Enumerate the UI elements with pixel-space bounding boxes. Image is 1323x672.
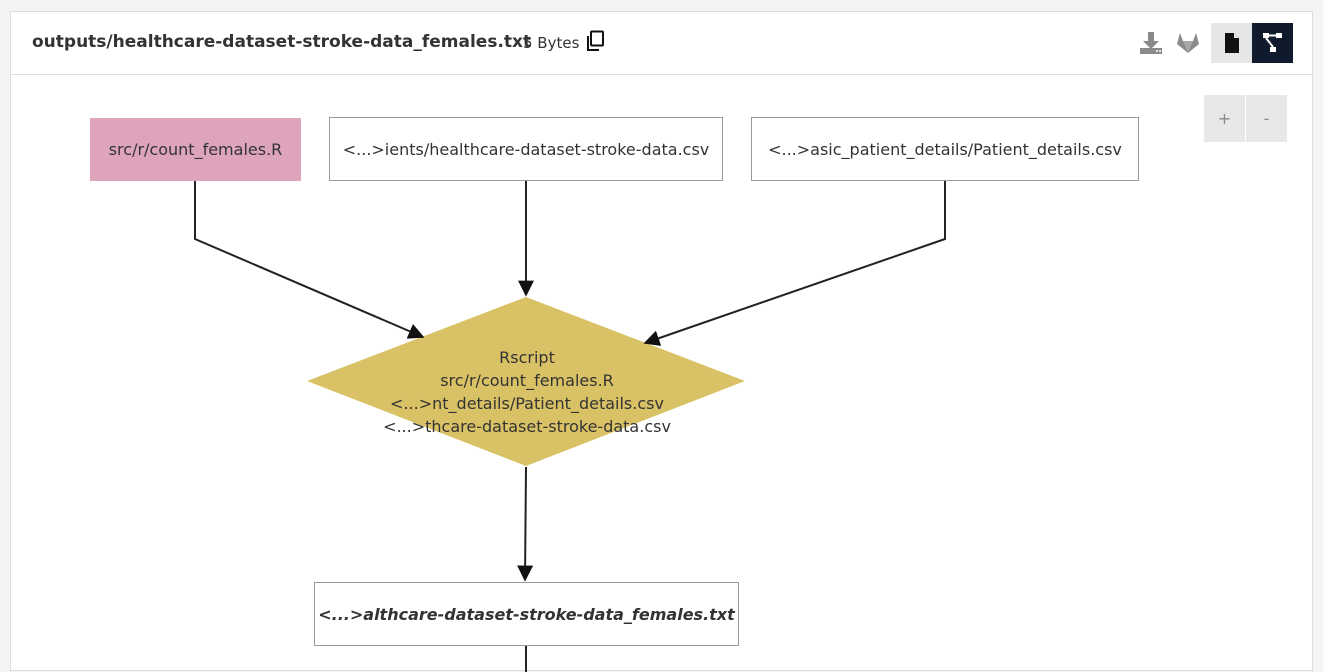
edge-command-to-output	[517, 466, 534, 582]
command-line: Rscript	[499, 348, 555, 367]
command-node[interactable]: Rscript src/r/count_females.R <...>nt_de…	[341, 346, 713, 438]
download-icon[interactable]	[1138, 30, 1164, 56]
script-node-label: src/r/count_females.R	[108, 140, 283, 159]
graph-edges	[194, 181, 946, 672]
input-node-patient-details[interactable]: <...>asic_patient_details/Patient_detail…	[751, 117, 1139, 181]
copy-icon[interactable]	[585, 30, 605, 52]
input-node-label: <...>ients/healthcare-dataset-stroke-dat…	[342, 139, 710, 159]
gitlab-icon[interactable]	[1175, 30, 1201, 56]
graph-view-icon[interactable]	[1252, 23, 1293, 63]
input-node-stroke-data[interactable]: <...>ients/healthcare-dataset-stroke-dat…	[329, 117, 723, 181]
file-size: 5 Bytes	[523, 34, 580, 52]
input-node-label: <...>asic_patient_details/Patient_detail…	[768, 139, 1122, 159]
command-line: <...>nt_details/Patient_details.csv	[390, 394, 664, 413]
file-view-icon[interactable]	[1211, 23, 1252, 63]
view-toggle	[1211, 23, 1293, 63]
zoom-out-button[interactable]: -	[1246, 95, 1287, 142]
command-node-shape	[307, 297, 745, 466]
file-header: outputs/healthcare-dataset-stroke-data_f…	[11, 12, 1312, 75]
file-path: outputs/healthcare-dataset-stroke-data_f…	[32, 32, 532, 52]
command-line: src/r/count_females.R	[440, 371, 614, 390]
zoom-controls: + -	[1204, 95, 1288, 142]
command-line: <...>thcare-dataset-stroke-data.csv	[383, 417, 671, 436]
zoom-in-button[interactable]: +	[1204, 95, 1245, 142]
output-node-label: <...>althcare-dataset-stroke-data_female…	[318, 604, 735, 624]
output-node[interactable]: <...>althcare-dataset-stroke-data_female…	[314, 582, 739, 646]
edge-script-to-command	[194, 181, 425, 339]
script-node[interactable]: src/r/count_females.R	[90, 118, 301, 181]
edge-csv2-to-command	[643, 181, 946, 346]
file-panel: outputs/healthcare-dataset-stroke-data_f…	[10, 11, 1313, 672]
